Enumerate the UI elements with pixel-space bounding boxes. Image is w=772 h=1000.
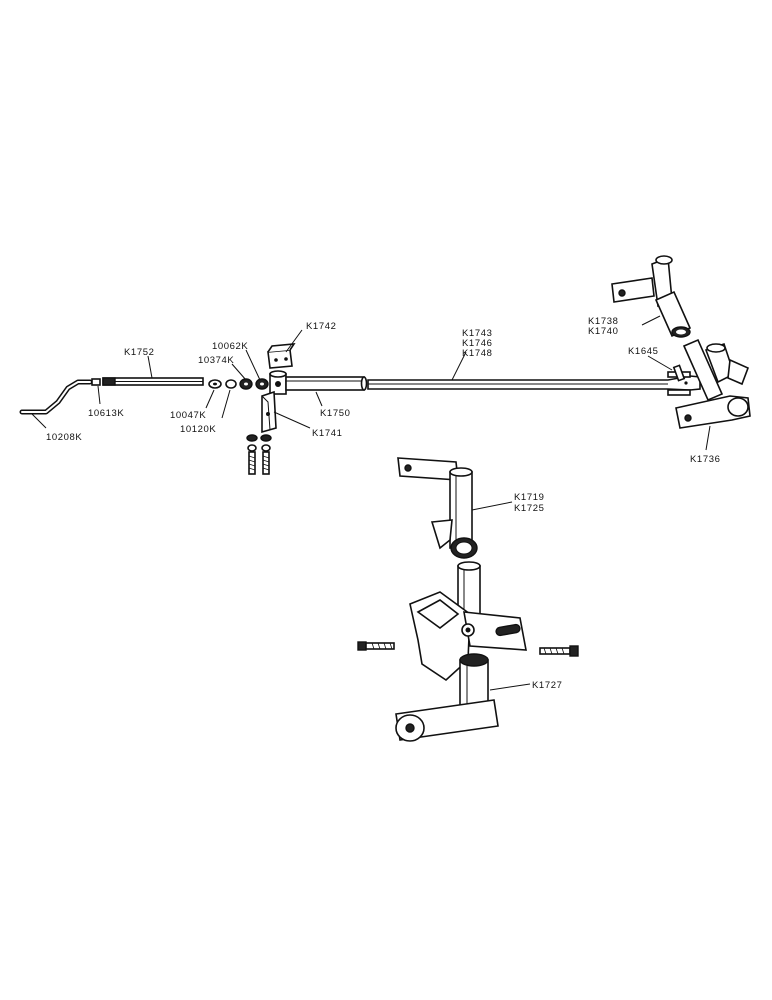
- label-k1752: K1752: [124, 347, 154, 358]
- pin-k1645: [672, 364, 686, 382]
- label-k1645: K1645: [628, 346, 658, 357]
- bolt-left: [246, 434, 258, 475]
- label-10613k: 10613K: [88, 408, 124, 419]
- bearing-block: [269, 370, 287, 395]
- label-k1725: K1725: [514, 503, 544, 514]
- part-labels: K1742 10062K K1752 10374K K1743 K1746 K1…: [46, 316, 720, 691]
- label-k1738: K1738: [588, 316, 618, 327]
- label-10062k: 10062K: [212, 341, 248, 352]
- label-k1719: K1719: [514, 492, 544, 503]
- washer-set: [208, 378, 269, 390]
- bracket-k1742: [267, 343, 296, 369]
- arm-k1738: [611, 255, 692, 338]
- bracket-k1741: [261, 390, 277, 434]
- pin-10613k: [91, 378, 101, 386]
- rod-k1752: [102, 377, 204, 386]
- leader-lines: [31, 315, 711, 691]
- long-rod-k1743: [367, 371, 701, 396]
- label-k1742: K1742: [306, 321, 336, 332]
- label-10120k: 10120K: [180, 424, 216, 435]
- crank-handle-10208k: [19, 379, 93, 415]
- label-k1750: K1750: [320, 408, 350, 419]
- bolt-lower-right: [539, 645, 579, 657]
- arm-k1736: [675, 338, 751, 429]
- label-10047k: 10047K: [170, 410, 206, 421]
- label-k1743: K1743: [462, 328, 492, 339]
- label-k1746: K1746: [462, 338, 492, 349]
- assembly-k1727: [395, 561, 527, 742]
- bolt-right: [260, 434, 272, 475]
- label-10374k: 10374K: [198, 355, 234, 366]
- label-k1740: K1740: [588, 326, 618, 337]
- label-10208k: 10208K: [46, 432, 82, 443]
- label-k1748: K1748: [462, 348, 492, 359]
- shaft-k1719: [397, 457, 478, 559]
- label-k1736: K1736: [690, 454, 720, 465]
- label-k1727: K1727: [532, 680, 562, 691]
- label-k1741: K1741: [312, 428, 342, 439]
- tube-k1750: [285, 376, 368, 391]
- bolt-lower-left: [357, 641, 395, 651]
